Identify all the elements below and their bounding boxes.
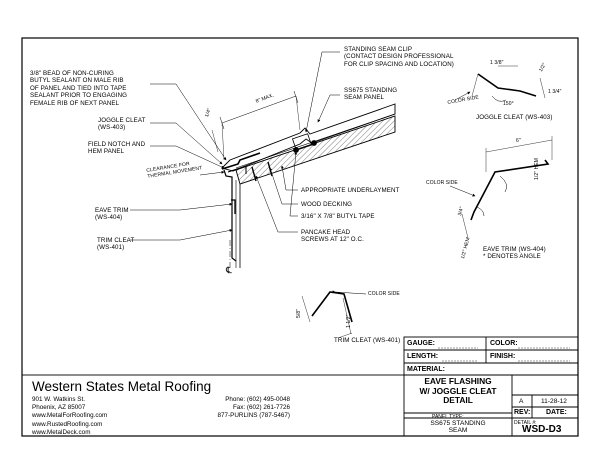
roof-panel-outline: [221, 103, 396, 172]
label-ss675-panel: SS675 STANDING SEAM PANEL: [344, 87, 398, 102]
joggle-cleat: [221, 152, 261, 170]
joggle-profile: [477, 73, 537, 97]
eave-trim-profile: [470, 159, 550, 221]
trim-cleat-profile: [311, 291, 353, 323]
joggle-detail: [454, 65, 546, 102]
rev-label: REV:: [514, 409, 531, 416]
label-seam-clip: STANDING SEAM CLIP (CONTACT DESIGN PROFE…: [344, 46, 454, 68]
panel-type-value: SS675 STANDING SEAM: [430, 420, 486, 435]
company-contact: Phone: (602) 495-0048 Fax: (602) 261-772…: [217, 396, 290, 420]
company-name: Western States Metal Roofing: [32, 379, 212, 394]
rev-date-value: 11-28-12: [541, 398, 567, 405]
cleat-color-side: COLOR SIDE: [368, 291, 400, 297]
cleat-dim-2: 1 1/2": [346, 314, 352, 329]
wood-decking: [235, 115, 396, 185]
field-finish: FINISH:: [490, 353, 516, 360]
company-address: 901 W. Watkins St. Phoenix, AZ 85007 www…: [32, 396, 108, 436]
field-gauge: GAUGE:: [407, 340, 435, 347]
label-centerline: ℄: [226, 265, 232, 275]
cleat-dim-1: 5/8": [296, 308, 302, 318]
joggle-title: JOGGLE CLEAT (WS-403): [476, 114, 553, 121]
rev-letter: A: [519, 398, 524, 405]
detail-label: DETAIL #:: [514, 420, 537, 426]
leaders-left: [130, 83, 233, 241]
joggle-dim-3: 1 3/4": [548, 89, 562, 95]
joggle-dim-1: 1 3/8": [490, 60, 504, 66]
cleat-title: TRIM CLEAT (WS-401): [334, 337, 401, 344]
trim-cleat-detail: [301, 290, 367, 339]
label-pancake-screws: PANCAKE HEAD SCREWS AT 12" O.C.: [301, 229, 364, 244]
label-butyl-tape: 3/16" X 7/8" BUTYL TAPE: [301, 213, 375, 220]
eave-dim-2: 1/2" HEM: [534, 157, 540, 180]
eave-color-side: COLOR SIDE: [426, 180, 458, 186]
label-eave-trim: EAVE TRIM (WS-404): [95, 207, 129, 222]
label-field-notch: FIELD NOTCH AND HEM PANEL: [88, 141, 146, 156]
panel-type-label: PANEL TYPE:: [432, 414, 464, 420]
seam-clip: [291, 133, 313, 151]
detail-number: WSD-D3: [522, 424, 562, 435]
label-joggle-cleat: JOGGLE CLEAT (WS-403): [98, 117, 146, 132]
leaders-right: [255, 51, 340, 233]
field-blanks: [438, 347, 570, 362]
eave-trim-shape: [223, 169, 237, 262]
label-trim-cleat: TRIM CLEAT (WS-401): [97, 237, 135, 252]
title-block-frame: [21, 336, 579, 437]
eave-trim-detail: [449, 136, 553, 239]
field-color: COLOR:: [490, 340, 518, 347]
drawing-title: EAVE FLASHING W/ JOGGLE CLEAT DETAIL: [419, 376, 497, 406]
date-label: DATE:: [546, 409, 567, 416]
label-underlayment: APPROPRIATE UNDERLAYMENT: [301, 187, 400, 194]
field-length: LENGTH:: [407, 353, 439, 360]
eave-title: EAVE TRIM (WS-404) * DENOTES ANGLE: [483, 246, 546, 261]
label-decking: WOOD DECKING: [301, 201, 353, 208]
label-butyl-bead: 3/8" BEAD OF NON-CURING BUTYL SEALANT ON…: [30, 70, 128, 107]
eave-dim-1: 6": [516, 138, 521, 144]
eave-detail: [199, 90, 396, 270]
field-material: MATERIAL:: [407, 366, 445, 373]
joggle-dim-4: 150°: [503, 101, 514, 107]
